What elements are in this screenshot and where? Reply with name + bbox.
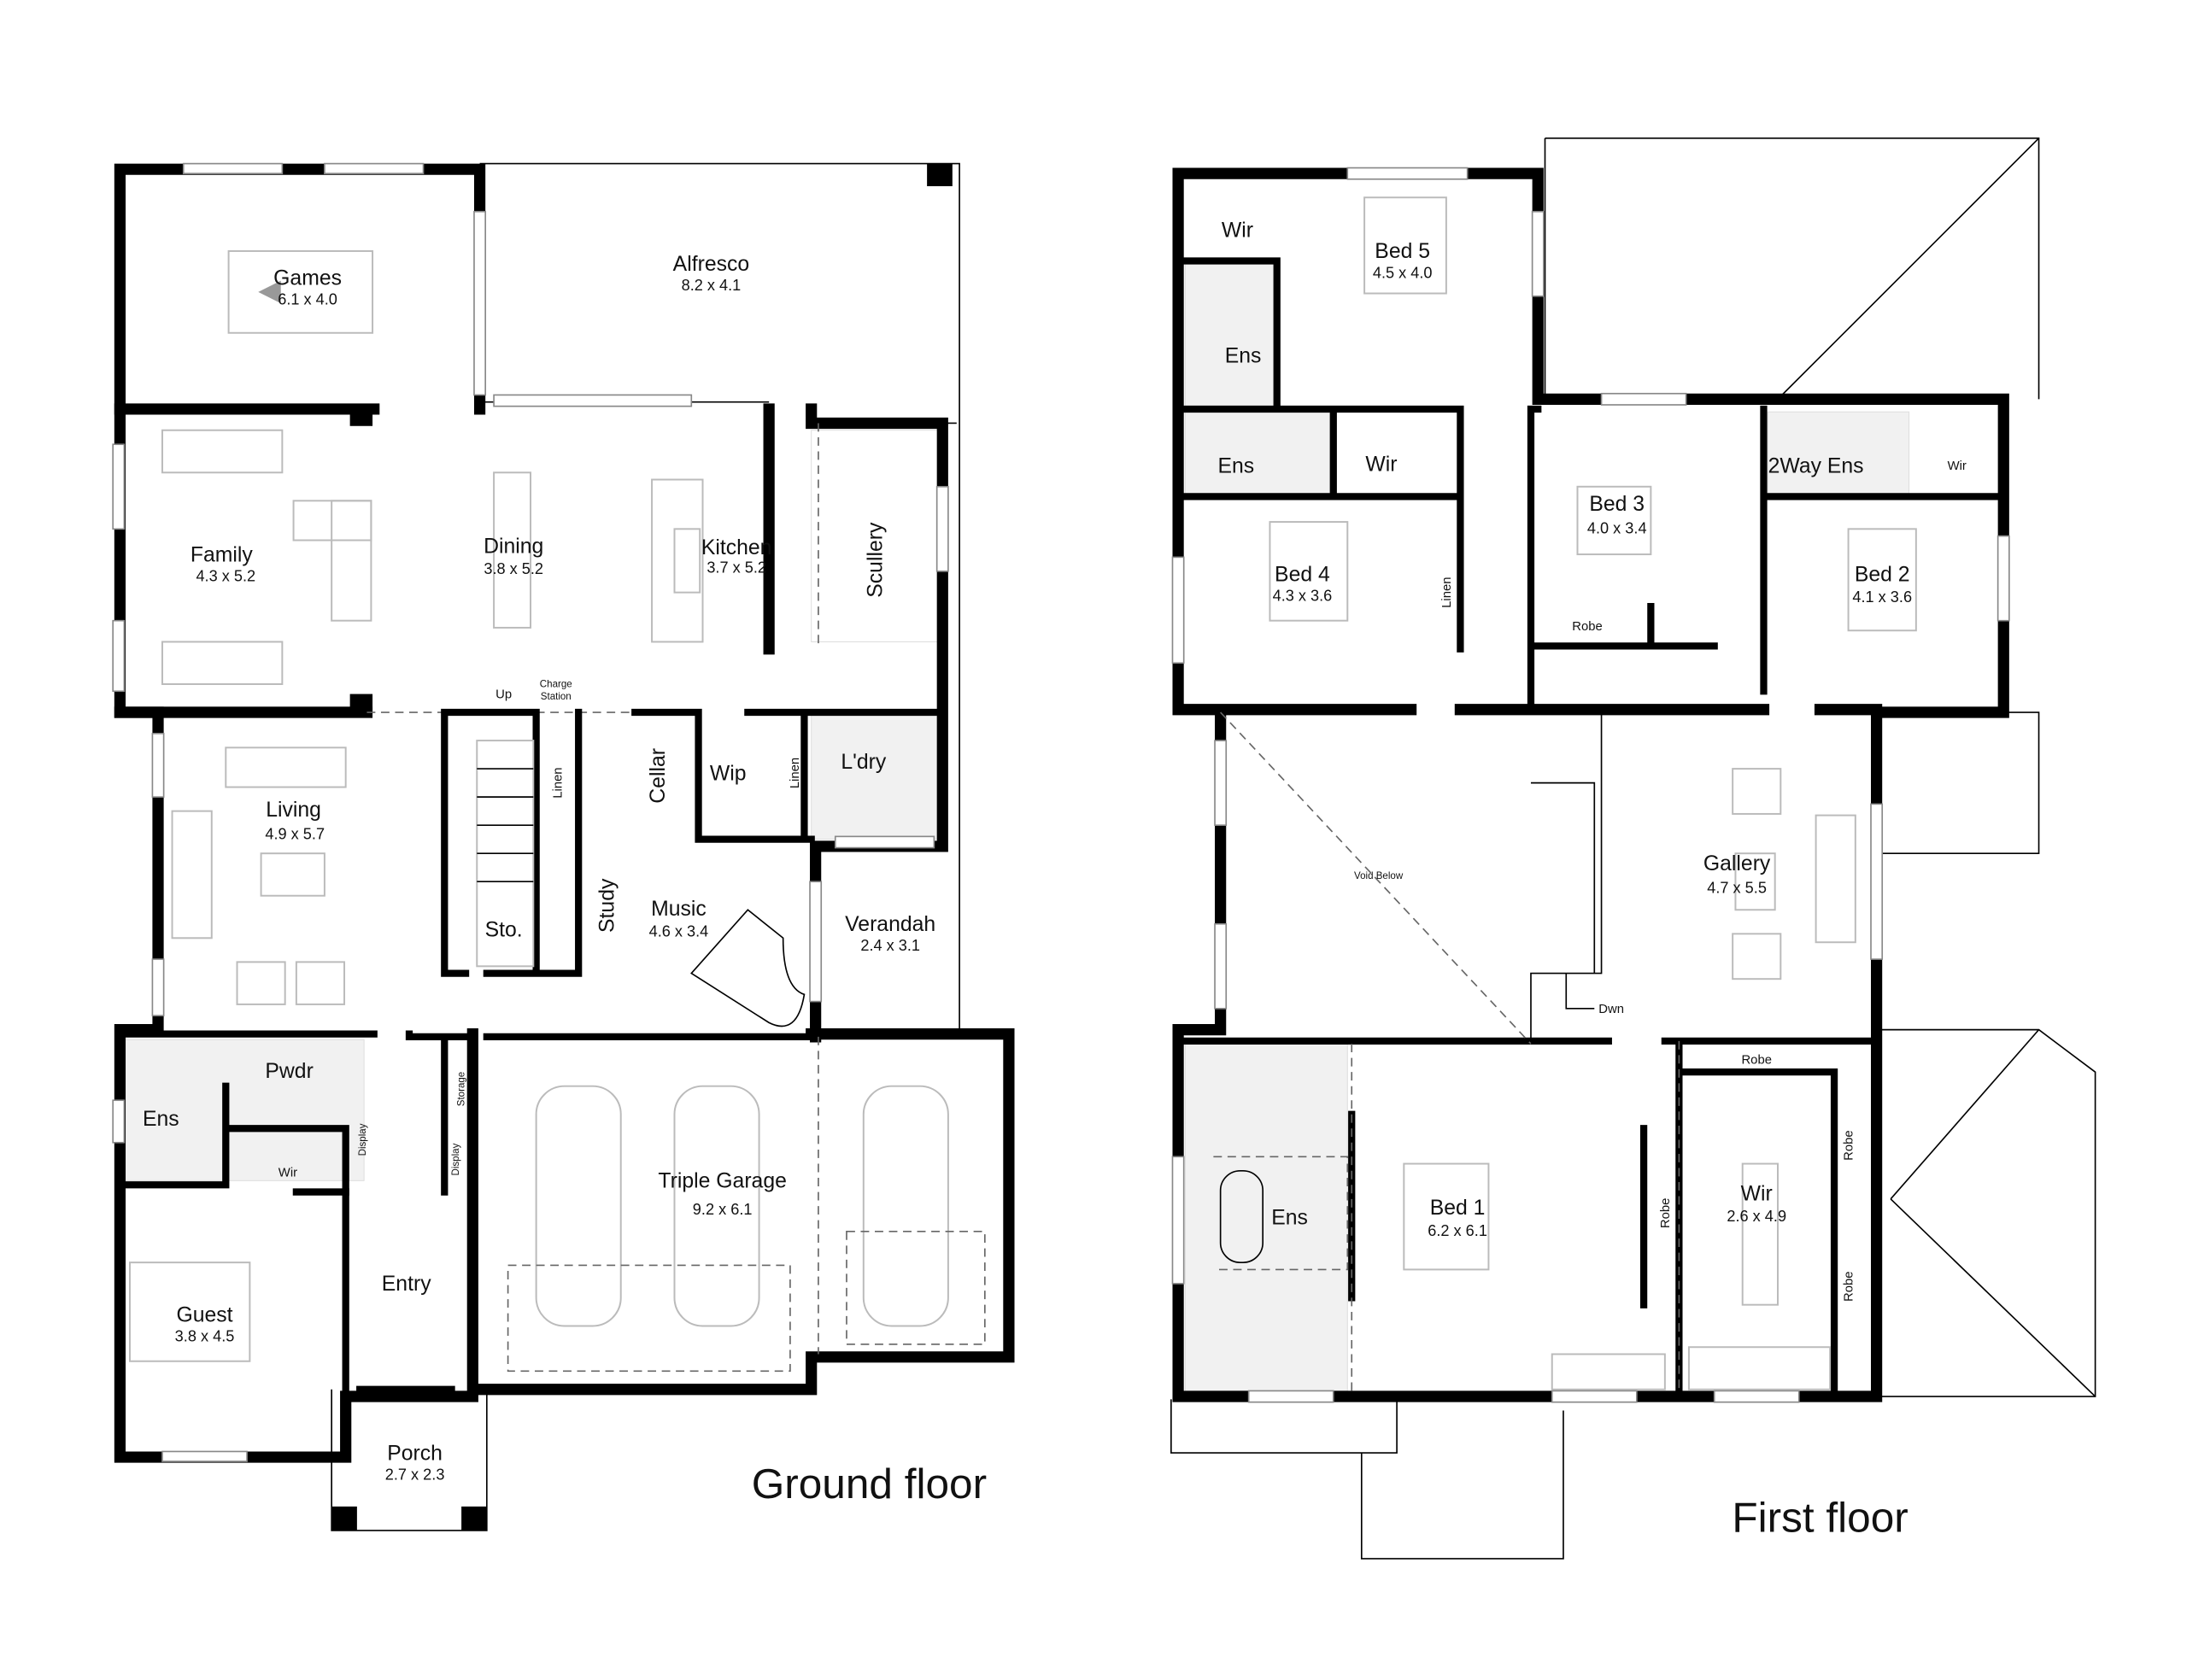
room-label-games: Games: [273, 267, 342, 290]
room-dims-porch: 2.7 x 2.3: [385, 1466, 445, 1483]
room-label-display-1: Display: [358, 1123, 368, 1156]
room-dims-bed2: 4.1 x 3.6: [1852, 588, 1912, 606]
room-dims-family: 4.3 x 5.2: [196, 567, 255, 584]
room-label-bed5: Bed 5: [1375, 240, 1430, 263]
stair-up-label: Up: [495, 688, 512, 702]
room-label-bed2: Bed 2: [1855, 563, 1910, 586]
stair-down-label: Dwn: [1598, 1003, 1624, 1016]
room-label-ensuite: Ens: [143, 1108, 179, 1131]
room-label-display-2: Display: [451, 1143, 461, 1175]
room-dims-bed5: 4.5 x 4.0: [1373, 264, 1433, 281]
room-dims-kitchen: 3.7 x 5.2: [707, 559, 766, 577]
room-label-cellar: Cellar: [647, 748, 670, 804]
room-label-2way-ens: 2Way Ens: [1768, 454, 1864, 477]
room-dims-alfresco: 8.2 x 4.1: [682, 277, 742, 294]
room-dims-music: 4.6 x 3.4: [649, 923, 709, 940]
room-label-bed3: Bed 3: [1589, 493, 1645, 516]
room-label-family: Family: [191, 543, 254, 566]
room-dims-living: 4.9 x 5.7: [265, 826, 325, 843]
room-label-alfresco: Alfresco: [673, 253, 749, 276]
room-label-storage: Storage: [456, 1072, 466, 1106]
room-label-music: Music: [651, 898, 707, 921]
bathtub-icon: [1219, 1169, 1264, 1263]
room-dims-bed4: 4.3 x 3.6: [1273, 588, 1333, 605]
charge-station-label-1: Charge: [540, 679, 572, 689]
room-label-linen-laundry: Linen: [789, 758, 802, 788]
room-dims-games: 6.1 x 4.0: [278, 291, 337, 308]
room-label-powder: Pwdr: [265, 1060, 313, 1083]
ground-floor-title: Ground floor: [752, 1460, 987, 1507]
room-label-scullery: Scullery: [864, 522, 887, 598]
room-label-wir-bed2: Wir: [1948, 460, 1967, 473]
room-label-verandah: Verandah: [845, 913, 935, 936]
room-label-ens-bed4: Ens: [1217, 454, 1254, 477]
room-label-wir: Wir: [279, 1166, 297, 1180]
room-label-robe-right-2: Robe: [1843, 1271, 1856, 1302]
room-label-wir-bed5: Wir: [1222, 219, 1253, 242]
room-label-dining: Dining: [484, 535, 543, 558]
room-dims-wir-bed1: 2.6 x 4.9: [1727, 1208, 1786, 1225]
first-outer-wall: [1172, 167, 2009, 1402]
ground-outer-wall: [114, 163, 1015, 1463]
first-floor-plan: Wir Bed 5 4.5 x 4.0 Ens Ens Wir Bed 4 4.…: [1170, 138, 2096, 1560]
room-label-guest: Guest: [176, 1304, 232, 1327]
room-label-robe-bed1: Robe: [1659, 1198, 1673, 1229]
room-label-linen: Linen: [551, 767, 565, 798]
room-label-robe-top: Robe: [1741, 1053, 1772, 1067]
room-label-robe-bed3: Robe: [1572, 620, 1603, 634]
first-floor-title: First floor: [1732, 1495, 1908, 1542]
room-label-laundry: L'dry: [841, 751, 887, 774]
room-label-wir-bed1: Wir: [1741, 1182, 1773, 1205]
room-label-porch: Porch: [387, 1442, 443, 1465]
room-label-robe-right-1: Robe: [1843, 1130, 1856, 1161]
room-label-kitchen: Kitchen: [701, 536, 772, 559]
room-dims-verandah: 2.4 x 3.1: [860, 937, 920, 954]
charge-station-label-2: Station: [541, 692, 572, 702]
room-dims-guest: 3.8 x 4.5: [175, 1328, 235, 1345]
room-label-living: Living: [266, 799, 321, 822]
void-below-label: Void Below: [1354, 871, 1404, 881]
room-dims-gallery: 4.7 x 5.5: [1707, 879, 1767, 896]
pool-triangle-icon: [258, 280, 281, 304]
room-label-bed1: Bed 1: [1430, 1197, 1486, 1220]
room-dims-bed3: 4.0 x 3.4: [1587, 519, 1647, 536]
room-label-bed4: Bed 4: [1275, 563, 1330, 586]
room-label-gallery: Gallery: [1703, 852, 1771, 875]
room-label-ens-bed5: Ens: [1225, 344, 1262, 367]
room-label-wip: Wip: [710, 762, 747, 785]
ground-floor-plan: Games 6.1 x 4.0 Alfresco 8.2 x 4.1 Famil…: [112, 162, 1015, 1531]
room-dims-garage: 9.2 x 6.1: [693, 1201, 753, 1218]
room-dims-bed1: 6.2 x 6.1: [1428, 1222, 1487, 1239]
room-label-ens-bed1: Ens: [1271, 1207, 1308, 1230]
room-label-wir-bed4: Wir: [1365, 454, 1397, 477]
room-label-linen-first: Linen: [1440, 577, 1454, 607]
room-label-garage: Triple Garage: [658, 1170, 787, 1193]
room-label-entry: Entry: [382, 1273, 431, 1296]
room-dims-dining: 3.8 x 5.2: [484, 560, 543, 577]
room-label-study: Study: [595, 878, 619, 933]
room-label-storage-stair: Sto.: [485, 919, 523, 942]
piano-icon: [690, 909, 806, 1027]
